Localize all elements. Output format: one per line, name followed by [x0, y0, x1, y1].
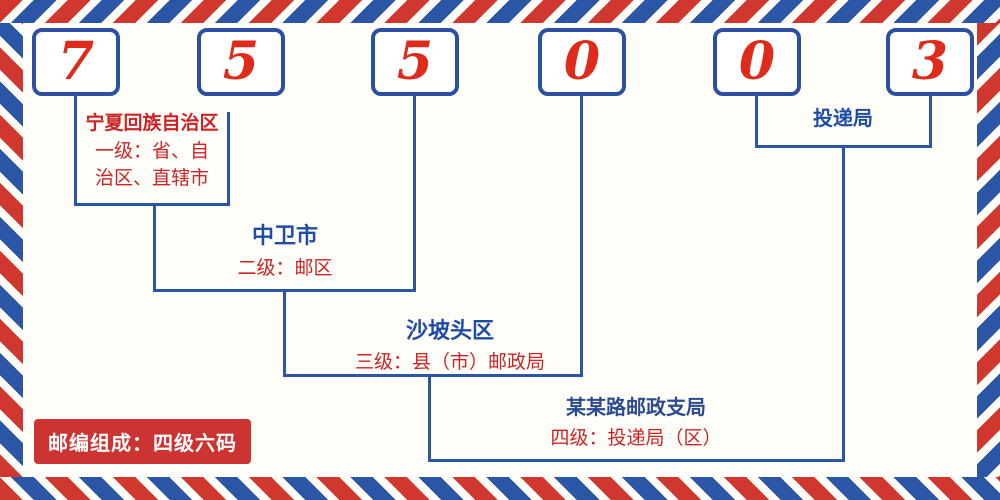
connector-line [755, 94, 758, 148]
level3-district-name: 沙坡头区 [405, 319, 495, 344]
digit-value-2: 5 [222, 31, 260, 92]
level2-city-name: 中卫市 [251, 224, 319, 249]
connector-line [842, 145, 845, 462]
connector-line [74, 203, 230, 206]
airmail-border-right [977, 23, 1000, 477]
digit-value-4: 0 [563, 31, 601, 92]
connector-line [755, 145, 932, 148]
digit-value-3: 5 [396, 31, 434, 92]
level3-desc: 三级：县（市）邮政局 [354, 351, 546, 373]
airmail-border-bottom [0, 477, 1000, 500]
connector-line [929, 94, 932, 148]
connector-line [283, 374, 583, 377]
connector-line [413, 94, 416, 292]
level1-desc-line2: 治区、直辖市 [94, 167, 210, 189]
digit-box-3: 5 [371, 28, 459, 96]
digit-box-6: 3 [886, 28, 974, 96]
digit-value-1: 7 [57, 31, 95, 92]
level4-branch-name: 某某路邮政支局 [566, 395, 706, 419]
level1-desc-line1: 一级：省、自 [94, 140, 210, 162]
digit-value-6: 3 [911, 31, 949, 92]
digit-value-5: 0 [738, 31, 776, 92]
level4-desc: 四级：投递局（区） [550, 427, 722, 449]
digit-box-1: 7 [32, 28, 120, 96]
digit-box-2: 5 [197, 28, 285, 96]
connector-line [74, 94, 77, 206]
connector-line [227, 112, 230, 206]
connector-line [580, 94, 583, 377]
composition-badge: 邮编组成：四级六码 [34, 419, 251, 464]
connector-line [428, 459, 845, 462]
delivery-office-label: 投递局 [813, 106, 873, 130]
digit-box-5: 0 [713, 28, 801, 96]
digit-box-4: 0 [538, 28, 626, 96]
connector-line [153, 203, 156, 292]
level1-region-name: 宁夏回族自治区 [85, 112, 219, 134]
level2-desc: 二级：邮区 [237, 257, 333, 279]
airmail-border-left [0, 23, 23, 477]
connector-line [283, 289, 286, 377]
connector-line [428, 374, 431, 462]
airmail-border-top [0, 0, 1000, 23]
